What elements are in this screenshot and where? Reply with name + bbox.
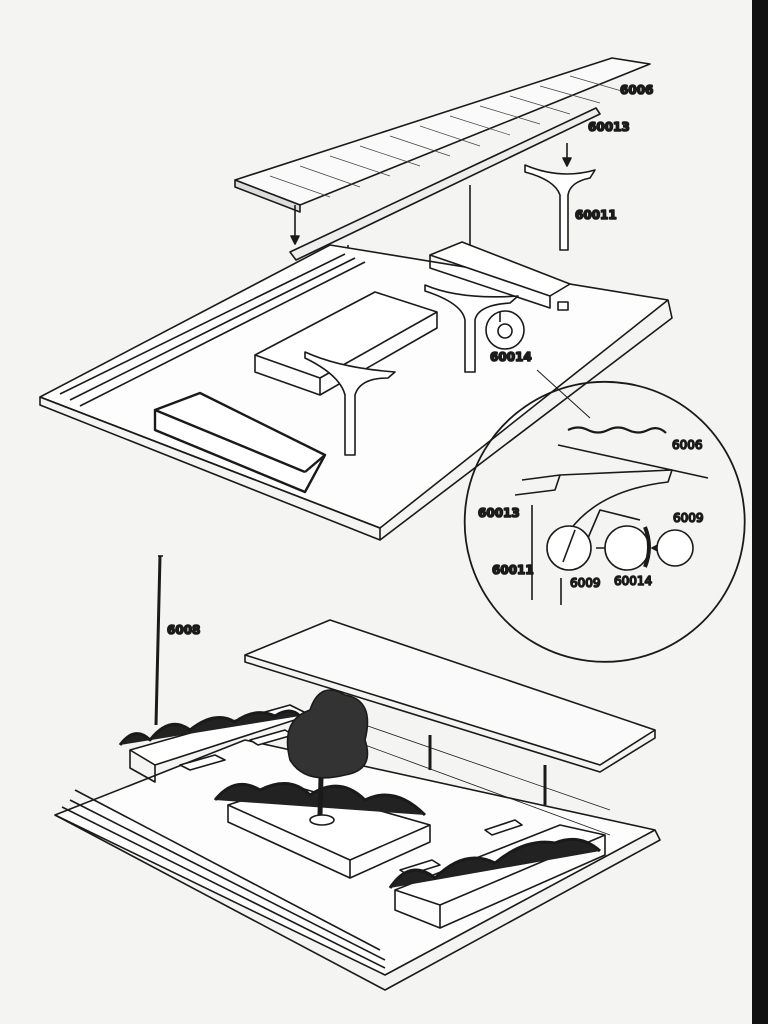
label-column-60011: 60011 xyxy=(575,208,617,222)
label-beam-60013: 60013 xyxy=(588,120,630,134)
bottom-assembled-view: 6008 xyxy=(54,555,661,991)
column-right xyxy=(524,164,596,251)
label-clock-60014: 60014 xyxy=(490,350,532,364)
detail-label-clockface-6009-left: 6009 xyxy=(570,576,601,590)
label-lamp-pole-6008: 6008 xyxy=(167,623,200,637)
roof-panel xyxy=(234,57,651,213)
column-middle xyxy=(424,284,519,373)
planter-center-with-tree xyxy=(213,689,431,879)
planter-rear-left xyxy=(118,704,311,783)
fence xyxy=(364,724,611,836)
detail-label-clockface-6009-right: 6009 xyxy=(673,511,704,525)
top-exploded-view: 6006 60013 60011 60014 xyxy=(39,57,673,541)
column-left xyxy=(304,351,396,456)
planter-front-right xyxy=(388,824,606,929)
planter-center xyxy=(254,291,438,396)
detail-label-beam-60013: 60013 xyxy=(478,506,520,520)
clock-body-60014 xyxy=(604,525,651,571)
clock-part xyxy=(485,301,569,350)
canopy-roof xyxy=(244,619,656,805)
detail-label-clock-60014: 60014 xyxy=(614,574,652,588)
planter-back xyxy=(429,241,571,309)
planter-left xyxy=(153,391,327,494)
benches xyxy=(179,729,523,876)
detail-circle: 6006 60013 6009 60011 6009 60014 xyxy=(463,380,746,663)
clock-face-left xyxy=(546,525,592,571)
detail-label-roof-6006: 6006 xyxy=(672,438,703,452)
detail-label-column-60011: 60011 xyxy=(492,563,534,577)
lamp-pole-6008 xyxy=(154,555,163,726)
page-edge-shadow xyxy=(752,0,768,1024)
beam xyxy=(289,107,601,261)
label-roof-6006: 6006 xyxy=(620,83,653,97)
clock-face-right xyxy=(656,529,694,567)
